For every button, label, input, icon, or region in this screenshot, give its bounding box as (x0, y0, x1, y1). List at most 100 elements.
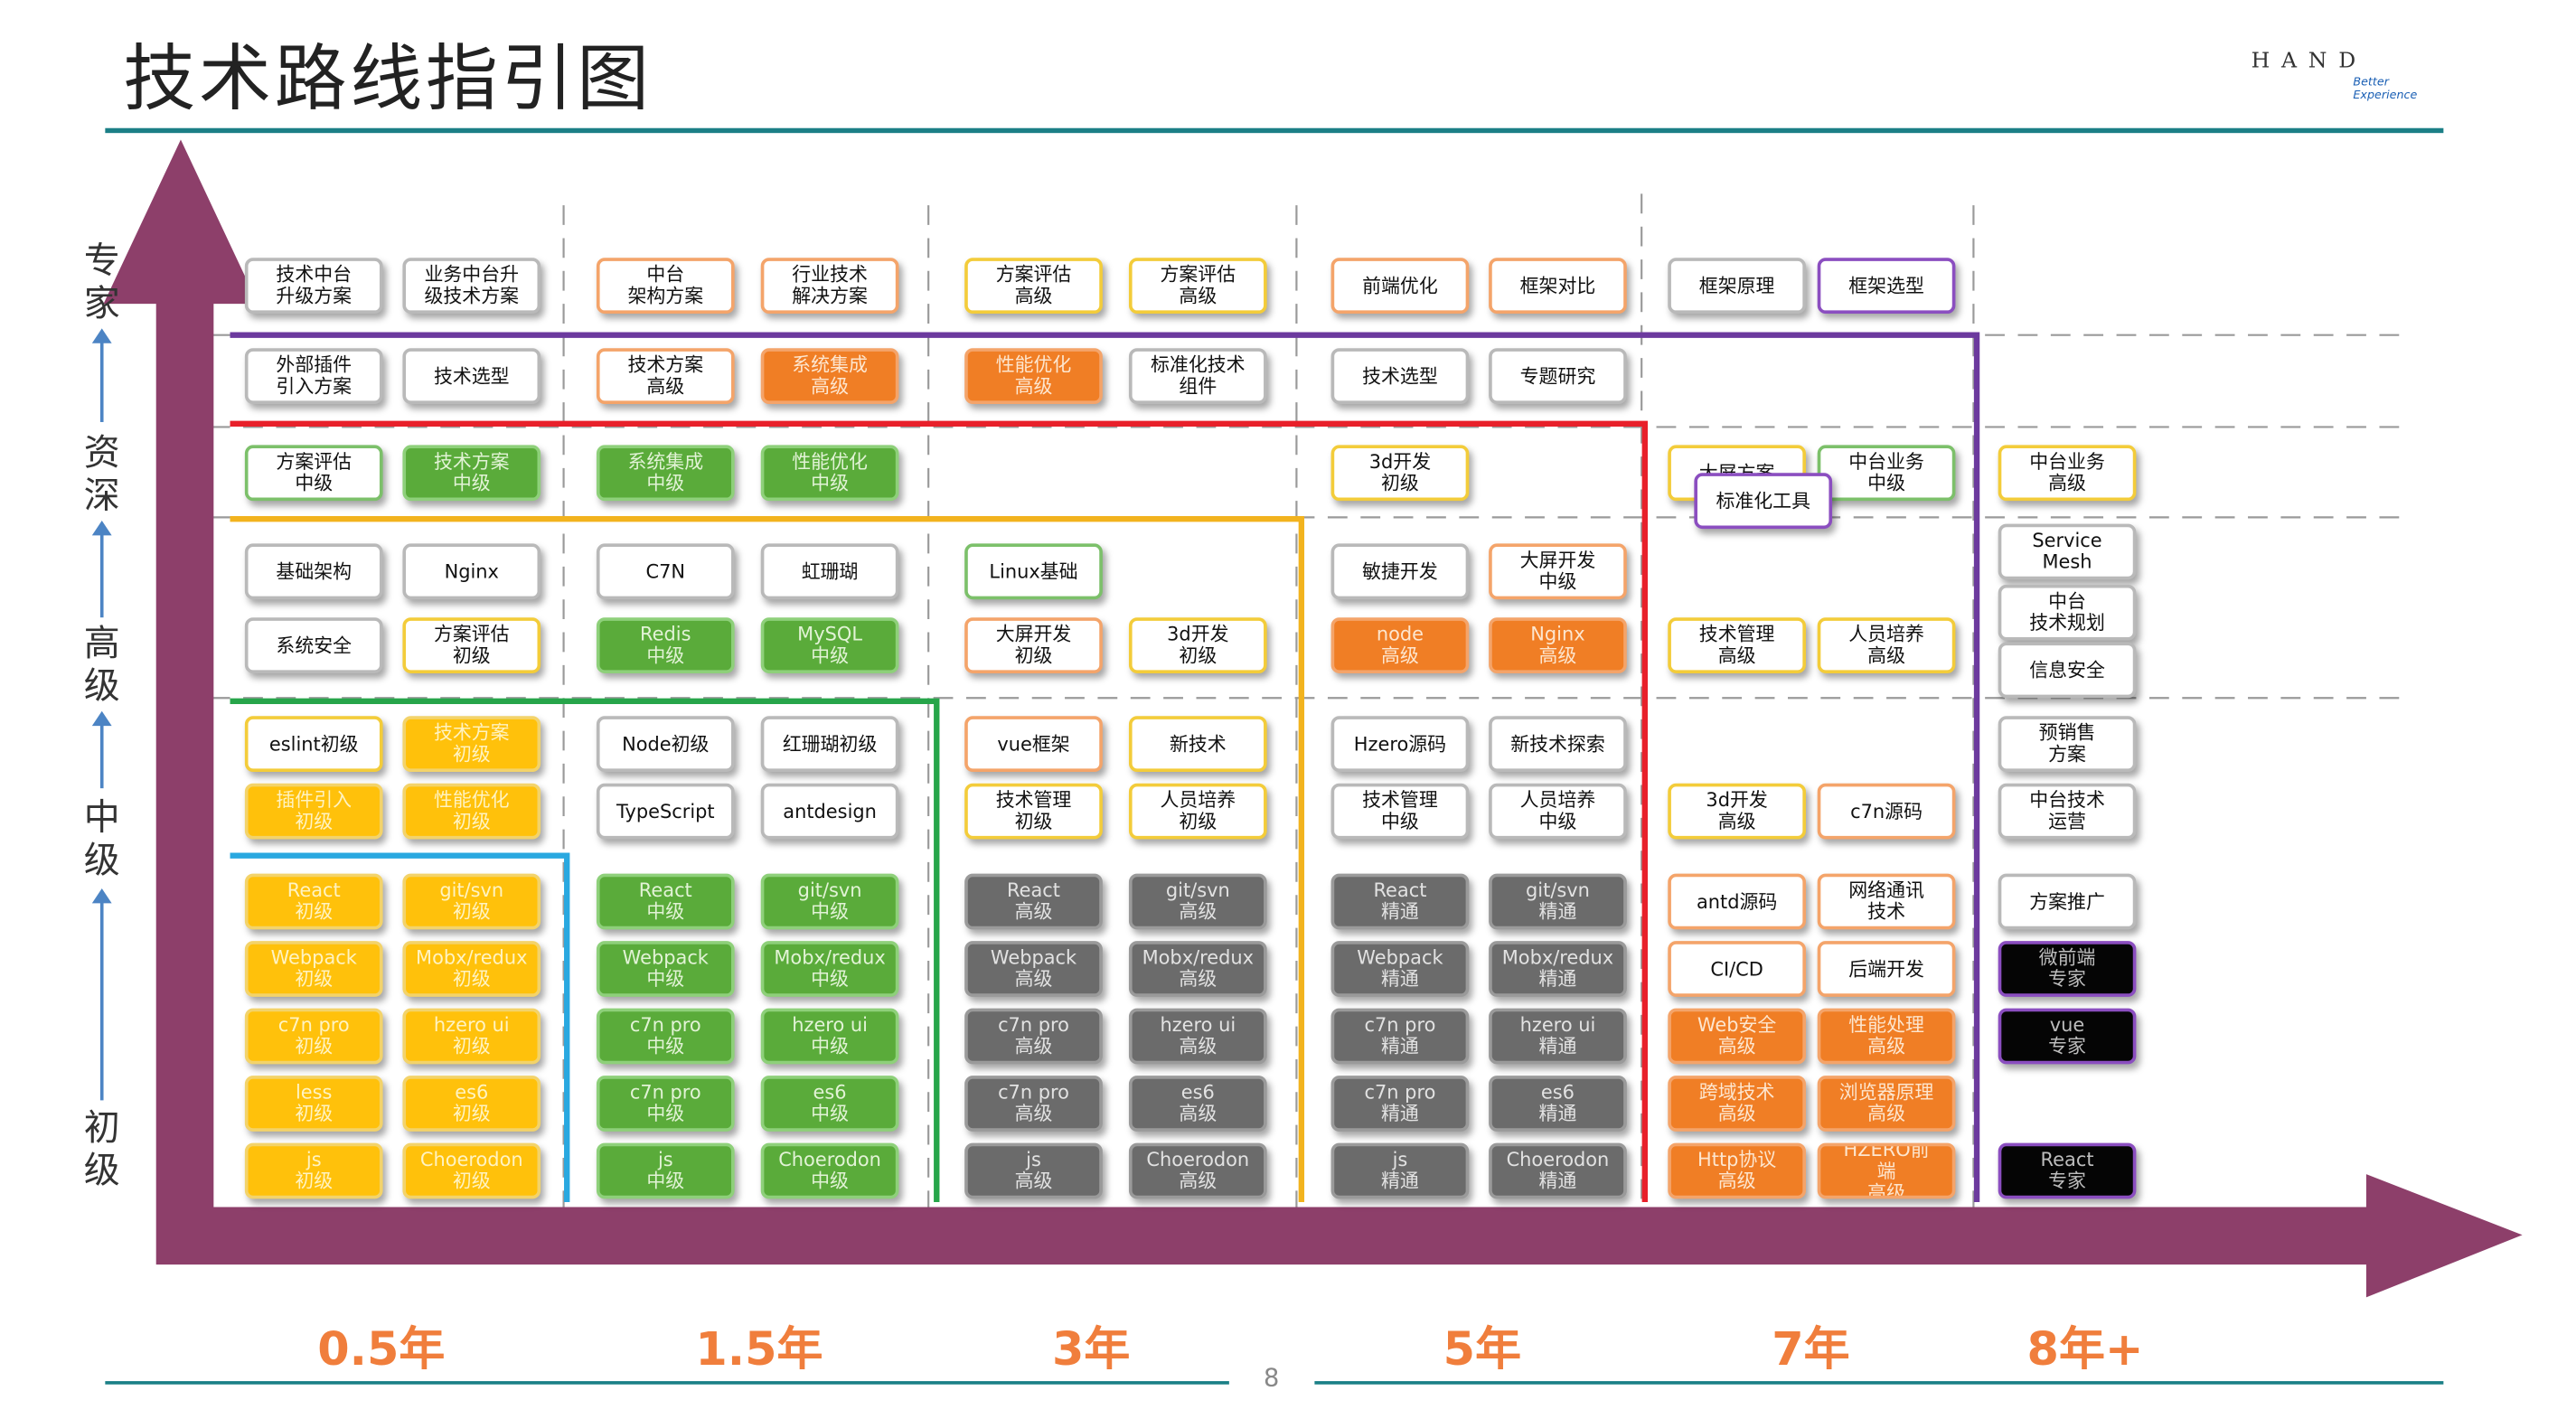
skill-box: 性能优化 高级 (964, 348, 1103, 404)
year-label: 3年 (1051, 1321, 1131, 1377)
year-label: 7年 (1772, 1321, 1850, 1377)
skill-box: 人员培养 初级 (1128, 783, 1267, 840)
level-arrow (91, 710, 112, 789)
skill-box: 框架选型 (1817, 258, 1956, 315)
skill-box: 人员培养 中级 (1489, 783, 1627, 840)
skill-box: c7n pro 中级 (596, 1076, 735, 1132)
skill-box: 3d开发 初级 (1128, 617, 1267, 673)
skill-box: js 初级 (244, 1142, 383, 1199)
skill-box: 新技术探索 (1489, 716, 1627, 772)
skill-box: c7n pro 初级 (244, 1008, 383, 1065)
skill-box: MySQL 中级 (760, 617, 899, 673)
level-label-junior: 初级 (83, 1108, 120, 1193)
track-line-gold (230, 515, 1305, 1203)
skill-box: 外部插件 引入方案 (244, 348, 383, 404)
skill-box: vue 专家 (1998, 1008, 2137, 1065)
skill-box: Nginx (402, 543, 541, 600)
bottom-rule-right (1314, 1381, 2444, 1385)
level-arrow (91, 328, 112, 422)
skill-box: 系统集成 高级 (760, 348, 899, 404)
skill-box: c7n pro 精通 (1330, 1008, 1470, 1065)
skill-box: 系统集成 中级 (596, 445, 735, 502)
skill-box: Choerodon 中级 (760, 1142, 899, 1199)
skill-box: 中台业务 中级 (1817, 445, 1956, 502)
skill-box: git/svn 精通 (1489, 873, 1627, 930)
skill-box: 方案评估 高级 (1128, 258, 1267, 315)
skill-box: React 专家 (1998, 1142, 2137, 1199)
skill-box: git/svn 初级 (402, 873, 541, 930)
skill-box: 中台 架构方案 (596, 258, 735, 315)
skill-box: c7n源码 (1817, 783, 1956, 840)
skill-box: Webpack 中级 (596, 941, 735, 997)
skill-box: 信息安全 (1998, 642, 2137, 699)
page-number: 8 (1264, 1363, 1280, 1393)
skill-box: 性能优化 中级 (760, 445, 899, 502)
skill-box: 标准化技术 组件 (1128, 348, 1267, 404)
skill-box: less 初级 (244, 1076, 383, 1132)
skill-box: Redis 中级 (596, 617, 735, 673)
skill-box: Web安全 高级 (1668, 1008, 1806, 1065)
level-arrow (91, 520, 112, 618)
skill-box: c7n pro 精通 (1330, 1076, 1470, 1132)
year-label: 0.5年 (317, 1321, 446, 1377)
skill-box: es6 精通 (1489, 1076, 1627, 1132)
skill-box: hzero ui 中级 (760, 1008, 899, 1065)
skill-box: antdesign (760, 783, 899, 840)
skill-box: 业务中台升 级技术方案 (402, 258, 541, 315)
track-line-green (230, 698, 940, 1203)
skill-box: Mobx/redux 高级 (1128, 941, 1267, 997)
skill-box: 预销售 方案 (1998, 716, 2137, 772)
logo-text: HAND (2251, 49, 2367, 74)
skill-box: Webpack 高级 (964, 941, 1103, 997)
skill-box: TypeScript (596, 783, 735, 840)
skill-box: 浏览器原理 高级 (1817, 1076, 1956, 1132)
skill-box: Mobx/redux 中级 (760, 941, 899, 997)
skill-box: 系统安全 (244, 617, 383, 673)
skill-box: Node初级 (596, 716, 735, 772)
skill-box: 技术管理 高级 (1668, 617, 1806, 673)
skill-box: 方案评估 初级 (402, 617, 541, 673)
skill-box: CI/CD (1668, 941, 1806, 997)
level-label-intermediate: 中级 (83, 798, 120, 882)
page-title: 技术路线指引图 (123, 37, 653, 122)
skill-box: 标准化工具 (1694, 473, 1833, 530)
skill-box: C7N (596, 543, 735, 600)
year-label: 8年+ (2026, 1321, 2144, 1377)
skill-box: js 高级 (964, 1142, 1103, 1199)
skill-box: React 高级 (964, 873, 1103, 930)
skill-box: 网络通讯 技术 (1817, 873, 1956, 930)
skill-box: React 初级 (244, 873, 383, 930)
skill-box: Linux基础 (964, 543, 1103, 600)
skill-box: Service Mesh (1998, 523, 2137, 580)
skill-box: Choerodon 精通 (1489, 1142, 1627, 1199)
skill-box: Choerodon 初级 (402, 1142, 541, 1199)
skill-box: Choerodon 高级 (1128, 1142, 1267, 1199)
track-line-purple (230, 332, 1980, 1203)
skill-box: 中台 技术规划 (1998, 584, 2137, 641)
skill-box: 性能处理 高级 (1817, 1008, 1956, 1065)
skill-box: HZERO前 端 高级 (1817, 1142, 1956, 1199)
skill-box: React 精通 (1330, 873, 1470, 930)
level-label-expert: 专家 (83, 241, 120, 325)
skill-box: 技术选型 (1330, 348, 1470, 404)
skill-box: hzero ui 高级 (1128, 1008, 1267, 1065)
skill-box: Http协议 高级 (1668, 1142, 1806, 1199)
skill-box: 虹珊瑚 (760, 543, 899, 600)
skill-box: 技术管理 初级 (964, 783, 1103, 840)
skill-box: 技术中台 升级方案 (244, 258, 383, 315)
skill-box: git/svn 中级 (760, 873, 899, 930)
skill-box: 基础架构 (244, 543, 383, 600)
track-line-blue (230, 852, 570, 1203)
skill-box: 新技术 (1128, 716, 1267, 772)
skill-box: 前端优化 (1330, 258, 1470, 315)
skill-box: 大屏开发 初级 (964, 617, 1103, 673)
hand-logo: HAND Better Experience (2251, 49, 2449, 102)
skill-box: git/svn 高级 (1128, 873, 1267, 930)
track-line-red (230, 420, 1648, 1203)
year-label: 5年 (1443, 1321, 1521, 1377)
skill-box: vue框架 (964, 716, 1103, 772)
level-arrow (91, 888, 112, 1101)
skill-box: 性能优化 初级 (402, 783, 541, 840)
